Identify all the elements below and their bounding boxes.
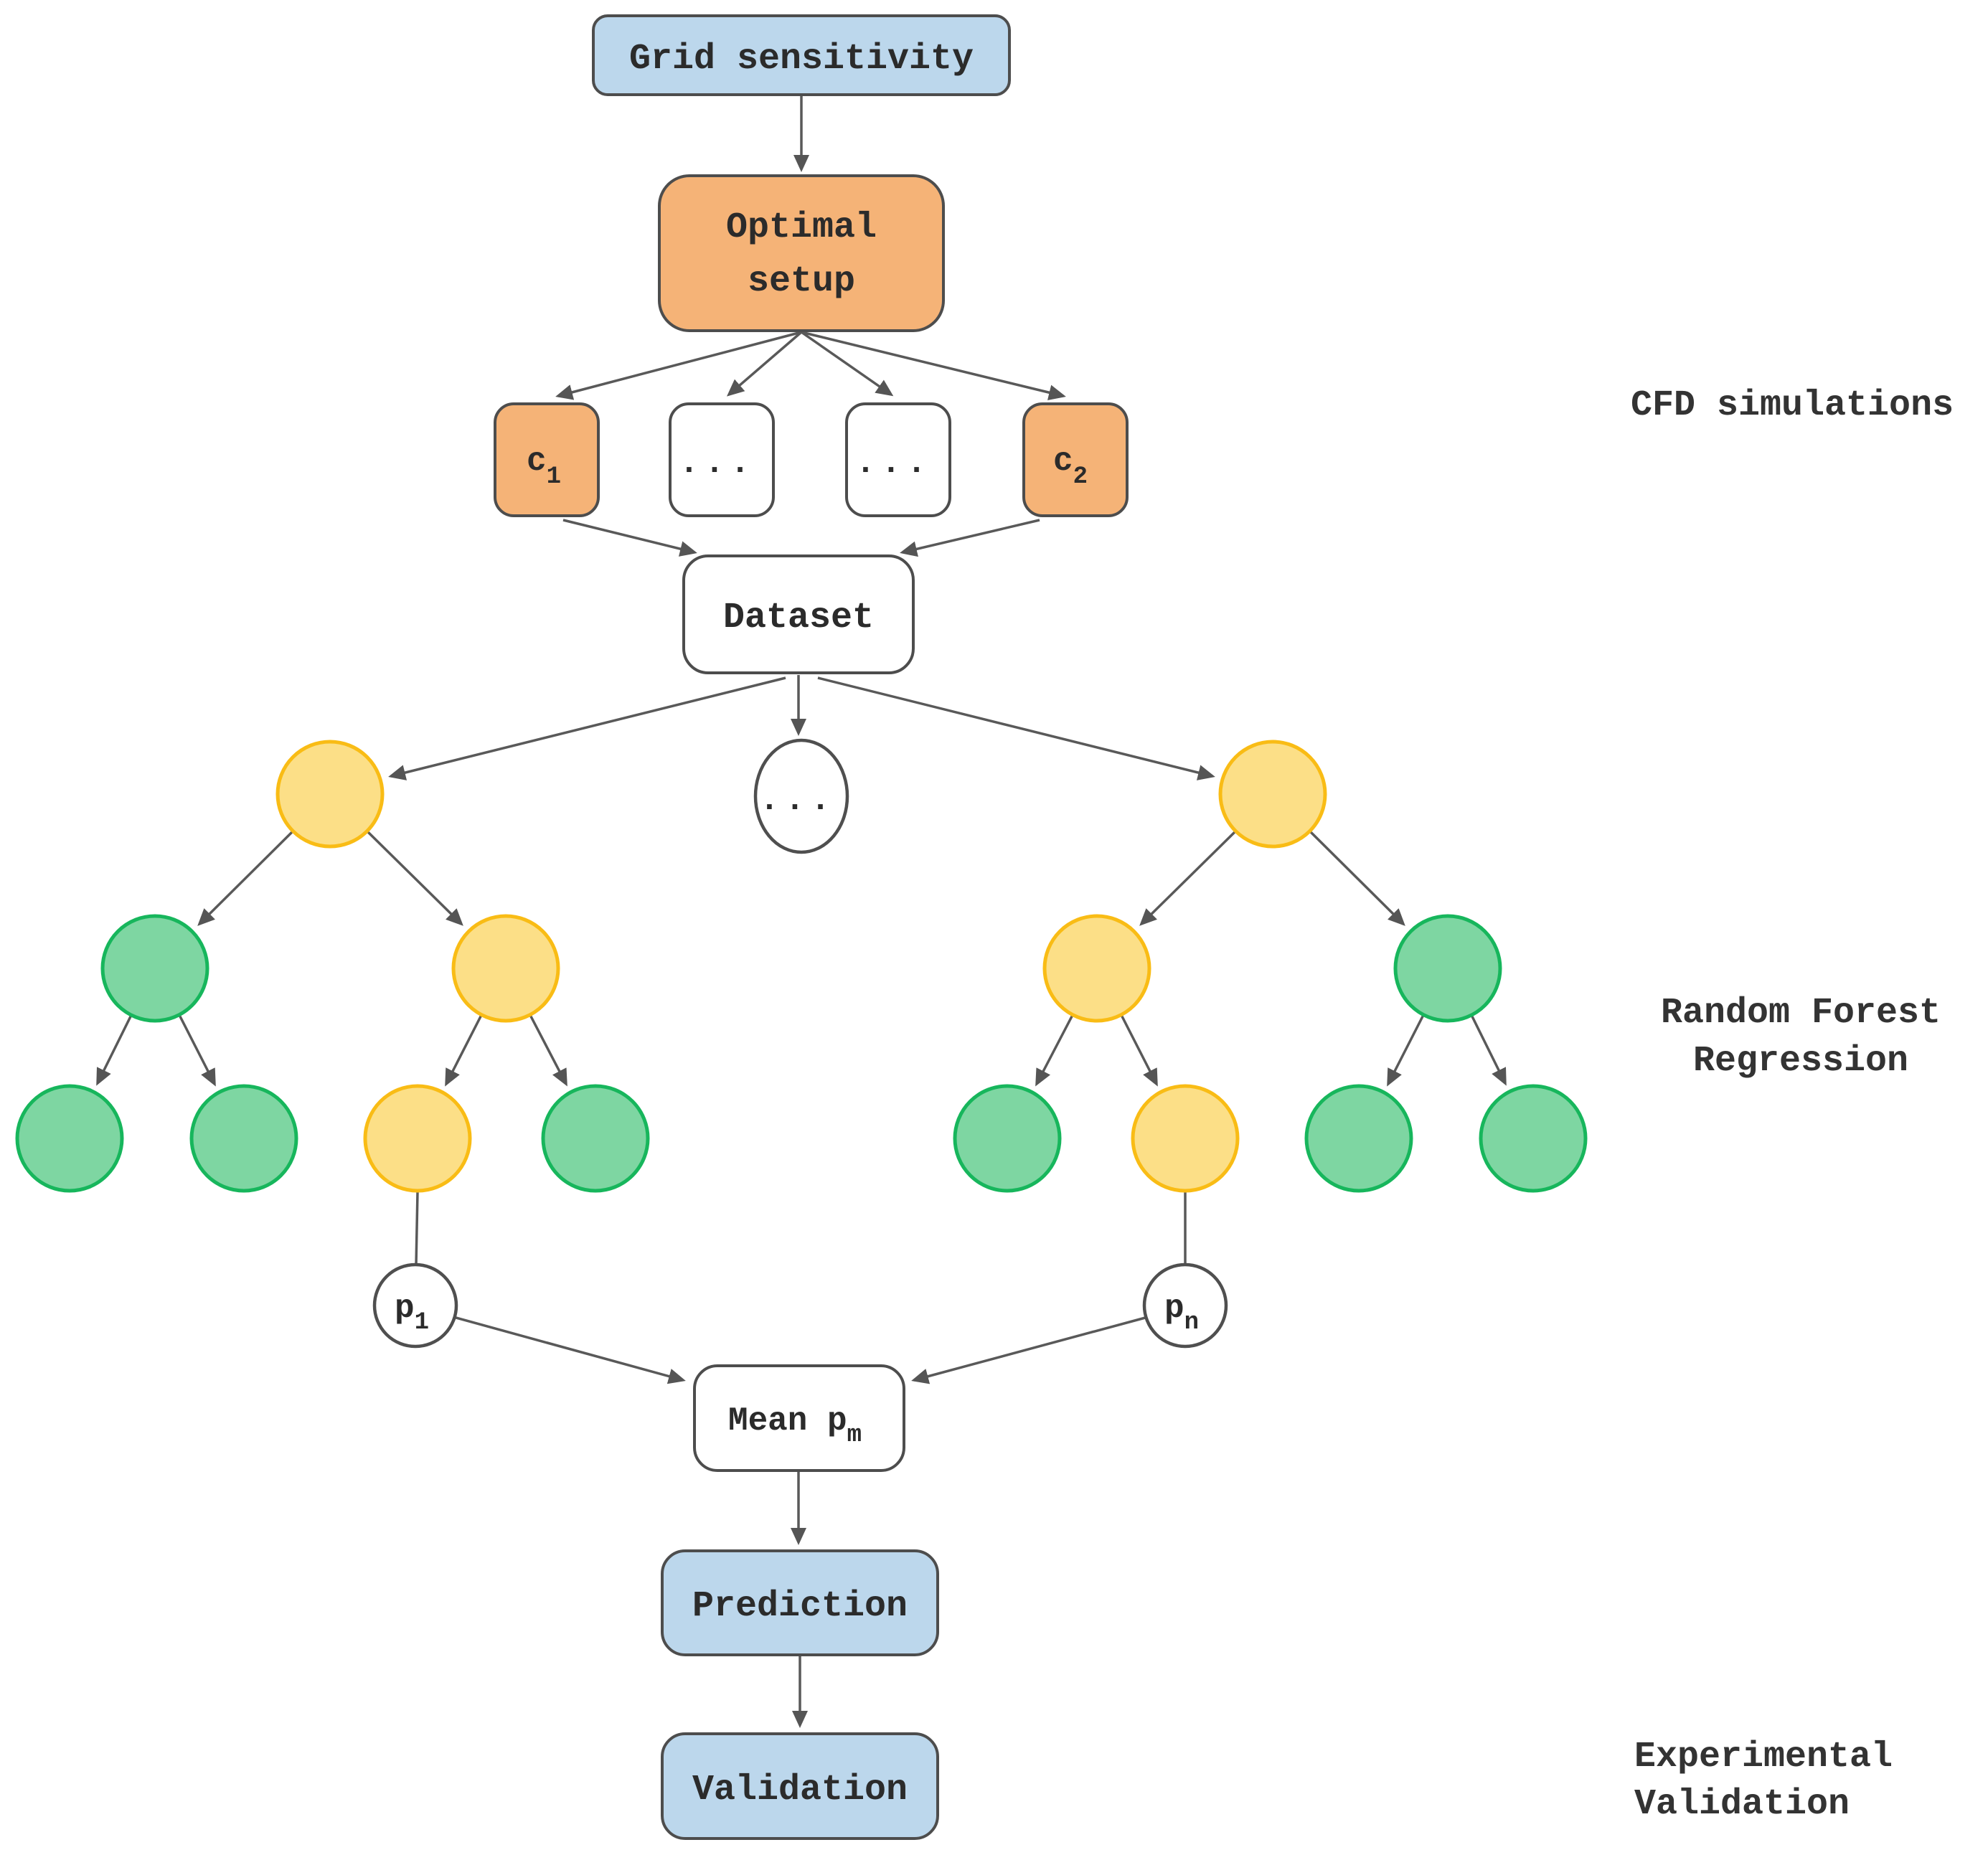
random-forest-label-line1: Random Forest [1661,993,1941,1034]
cfd-case-c1-label: c1 [527,443,561,491]
optimal-setup-label-line1: Optimal [726,207,877,248]
cfd-case-dots2-node [845,402,951,517]
optimal-setup-label-line2: setup [748,261,855,302]
edge-t2-l2b-right [1470,1014,1507,1086]
tree1-root-node [275,740,385,849]
tree2-leaf1-green-node [953,1084,1062,1193]
edge-t1-l2b-right [529,1014,567,1087]
edge-t2-l2a-right [1120,1014,1158,1087]
validation-label: Validation [692,1770,908,1811]
pn-label: pn [1164,1290,1199,1336]
tree2-l2-yellow-node [1042,914,1151,1023]
cfd-case-c1-node [494,402,600,517]
edge-p1-to-mean [453,1316,686,1384]
edge-optimal-to-dots1 [726,331,803,397]
experimental-validation-label-line1: Experimental [1634,1737,1893,1778]
edge-t1-root-left [197,830,294,926]
edge-t2-root-right [1309,830,1405,926]
experimental-validation-label-line2: Validation [1634,1784,1850,1825]
edge-dataset-to-tree1 [388,676,786,780]
cfd-case-dots1-label: ... [679,445,756,482]
edge-t1-root-right [366,830,463,926]
tree2-leaf4-green-node [1479,1084,1588,1193]
cfd-case-c2-label: c2 [1053,443,1088,491]
edge-t2-l2b-left [1387,1014,1425,1087]
cfd-case-dots1-node [669,402,775,517]
p1-node [372,1262,458,1349]
cfd-case-dots2-label: ... [856,445,933,482]
dataset-label: Dataset [723,598,874,638]
edge-t2-root-left [1139,830,1237,926]
tree1-leaf4-green-node [541,1084,650,1193]
edge-optimal-to-c1 [555,331,802,400]
edge-leaf-to-p1 [415,1191,419,1265]
random-forest-label-line2: Regression [1693,1041,1908,1082]
edge-dataset-to-tree2 [817,676,1215,780]
validation-node [661,1732,939,1840]
edge-t1-l2b-left [445,1014,483,1087]
pn-node [1142,1262,1228,1349]
grid-sensitivity-label: Grid sensitivity [629,39,974,80]
p1-label: p1 [395,1290,429,1336]
tree1-l2-yellow-node [451,914,560,1023]
prediction-label: Prediction [692,1586,908,1627]
tree1-l2-green-node [100,914,209,1023]
mean-label: Mean pm [728,1402,862,1449]
edge-t2-l2a-left [1035,1014,1074,1087]
dataset-node [682,554,915,674]
prediction-node [661,1549,939,1656]
tree1-leaf3-yellow-node [363,1084,472,1193]
tree2-leaf3-green-node [1304,1084,1413,1193]
tree2-root-node [1218,740,1327,849]
forest-ellipsis-label: ... [760,782,837,819]
tree1-leaf1-green-node [15,1084,124,1193]
tree2-l2-green-node [1393,914,1502,1023]
edge-optimal-to-c2 [801,331,1066,400]
grid-sensitivity-node [592,14,1011,96]
mean-node [693,1364,905,1472]
tree1-leaf2-green-node [189,1084,298,1193]
tree2-leaf2-yellow-node [1131,1084,1240,1193]
edge-optimal-to-dots2 [801,331,894,397]
cfd-case-c2-node [1022,402,1129,517]
forest-ellipsis-node [753,738,849,854]
cfd-simulations-label: CFD simulations [1631,385,1954,426]
edge-c2-to-dataset [900,519,1040,557]
edge-pn-to-mean [911,1316,1149,1384]
optimal-setup-node [658,174,945,332]
edge-t1-l2a-right [178,1014,216,1087]
edge-t1-l2a-left [96,1014,133,1086]
edge-c1-to-dataset [562,519,697,557]
